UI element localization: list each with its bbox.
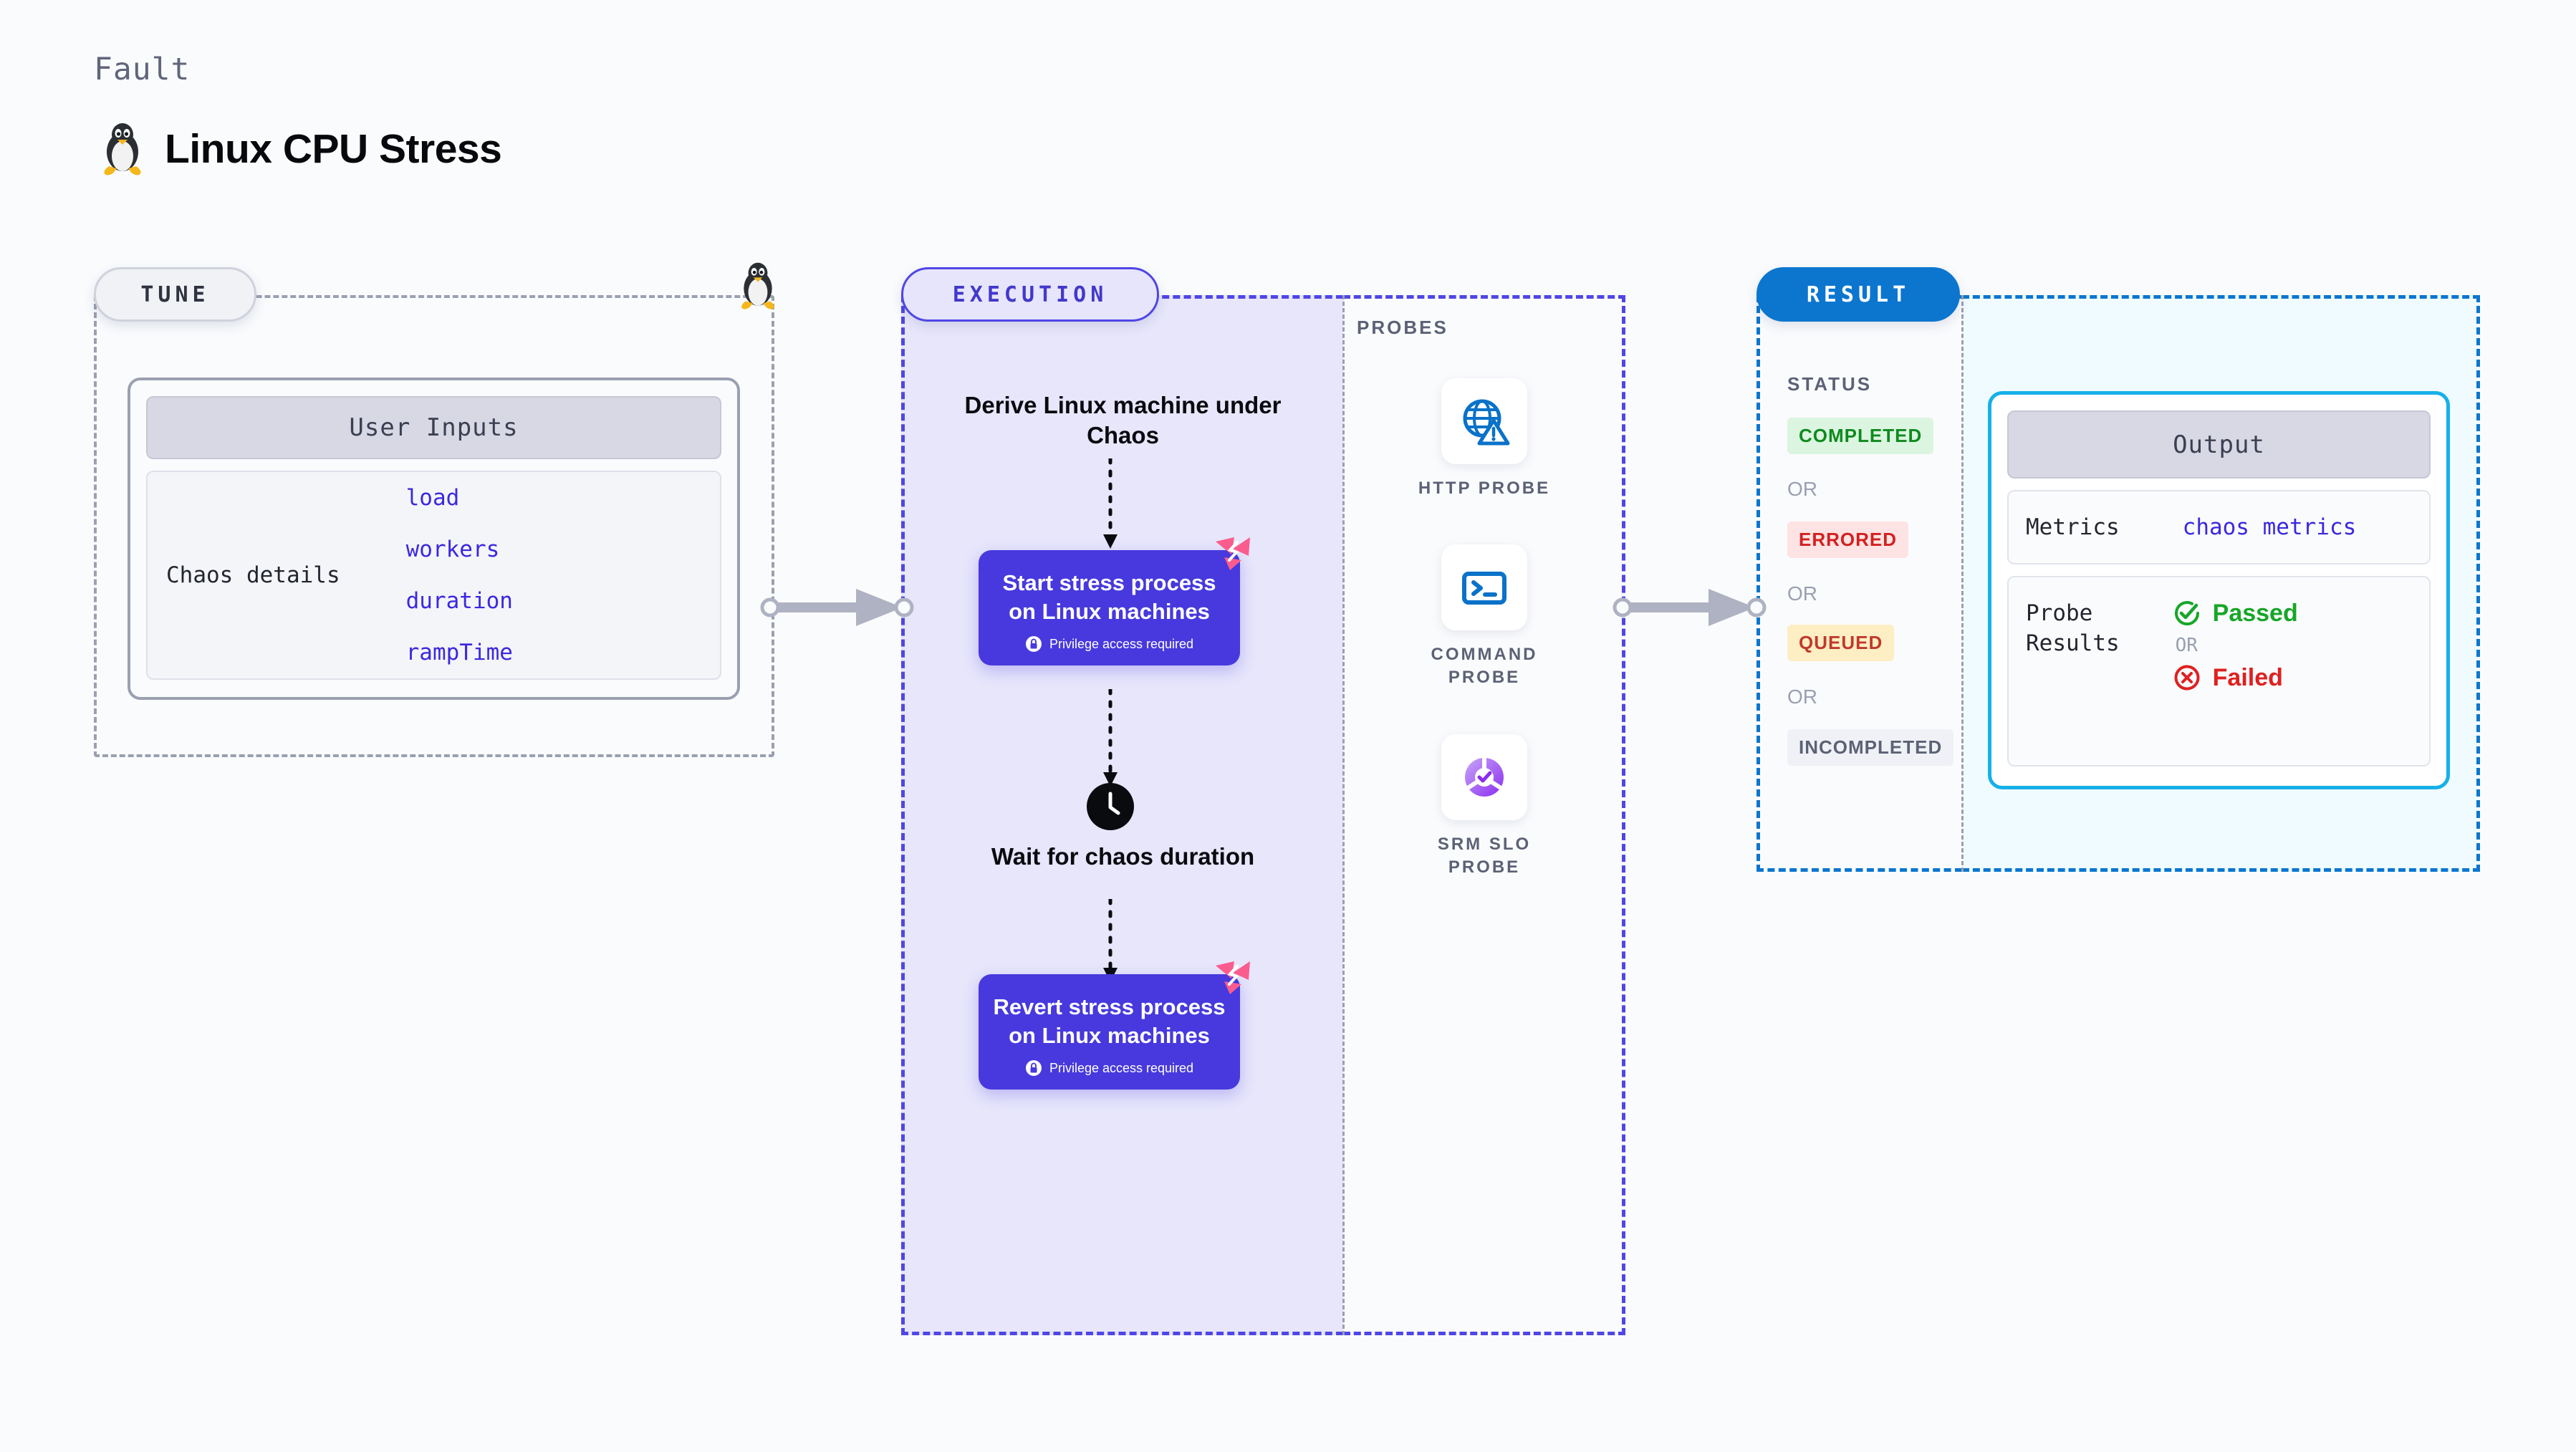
metrics-value: chaos metrics	[2182, 514, 2357, 540]
arrow-derive-to-start	[1103, 458, 1118, 549]
status-or-3: OR	[1787, 686, 1817, 708]
status-badge-incompleted: INCOMPLETED	[1787, 729, 1954, 766]
metrics-label: Metrics	[2026, 514, 2120, 540]
linux-penguin-icon	[100, 122, 145, 176]
arrow-wait-to-revert	[1103, 899, 1118, 982]
probes-title: PROBES	[1357, 317, 1448, 338]
probe-tile	[1441, 544, 1527, 630]
status-badge-queued: QUEUED	[1787, 625, 1895, 661]
tune-section	[94, 295, 774, 757]
x-circle-icon	[2174, 665, 2200, 691]
result-output-divider	[1961, 295, 1964, 872]
terminal-icon	[1462, 572, 1506, 605]
tune-param-duration: duration	[405, 588, 513, 614]
probe-command[interactable]: COMMAND PROBE	[1391, 544, 1577, 690]
chaos-details-label: Chaos details	[166, 562, 340, 588]
fault-kicker: Fault	[94, 52, 191, 87]
status-or-1: OR	[1787, 478, 1817, 500]
tune-linux-penguin-icon	[738, 261, 778, 310]
connector-tune-to-execution	[760, 589, 914, 626]
execution-card-start-stress[interactable]: Start stress process on Linux machines P…	[979, 537, 1250, 666]
litmus-logo-icon	[1216, 961, 1250, 994]
tune-param-ramptime: rampTime	[405, 640, 513, 665]
execution-card-subtitle-row: Privilege access required	[991, 1059, 1227, 1077]
output-card: Output Metrics chaos metrics Probe Resul…	[1988, 391, 2450, 789]
probe-tile	[1441, 378, 1527, 464]
failed-label: Failed	[2212, 663, 2283, 691]
connector-execution-to-result	[1613, 589, 1767, 626]
tune-section-label: TUNE	[94, 267, 256, 322]
status-badge-errored: ERRORED	[1787, 521, 1909, 558]
execution-step-derive: Derive Linux machine under Chaos	[964, 392, 1282, 449]
page-title: Linux CPU Stress	[165, 126, 502, 172]
arrow-start-to-wait	[1103, 689, 1118, 787]
execution-card-title: Revert stress process on Linux machines	[993, 994, 1226, 1048]
result-section-label: RESULT	[1756, 267, 1960, 322]
probe-label: COMMAND PROBE	[1431, 645, 1538, 688]
execution-card-revert-stress[interactable]: Revert stress process on Linux machines …	[979, 961, 1250, 1090]
result-section	[1756, 295, 1962, 872]
status-or-2: OR	[1787, 582, 1817, 605]
probe-label: HTTP PROBE	[1418, 479, 1551, 498]
probe-results-values: Passed OR Failed	[2173, 599, 2298, 692]
litmus-logo-icon	[1216, 537, 1250, 570]
probe-srm-slo[interactable]: SRM SLO PROBE	[1391, 734, 1577, 880]
fault-title-row: Linux CPU Stress	[100, 122, 502, 176]
check-circle-icon	[2174, 601, 2199, 626]
execution-section-label: EXECUTION	[901, 267, 1159, 322]
probe-result-passed: Passed	[2173, 599, 2298, 628]
execution-card-subtitle-row: Privilege access required	[991, 635, 1227, 653]
execution-probes-divider	[1342, 295, 1345, 1335]
globe-warning-icon	[1463, 399, 1510, 446]
tune-param-load: load	[405, 485, 460, 511]
chaos-details-values: load workers duration rampTime	[406, 485, 513, 665]
status-badge-completed: COMPLETED	[1787, 418, 1934, 454]
execution-step-wait: Wait for chaos duration	[991, 843, 1255, 870]
user-inputs-header: User Inputs	[146, 396, 721, 459]
passed-label: Passed	[2212, 599, 2298, 627]
probe-result-or: OR	[2175, 635, 2198, 656]
srm-slo-donut-icon	[1465, 758, 1504, 797]
chaos-details-panel: Chaos details load workers duration ramp…	[146, 471, 721, 680]
lock-icon	[1025, 1060, 1042, 1077]
status-title: STATUS	[1787, 373, 1873, 395]
probe-label: SRM SLO PROBE	[1437, 835, 1532, 878]
probes-section	[1343, 295, 1625, 1335]
output-card-header: Output	[2007, 410, 2431, 479]
lock-icon	[1025, 636, 1042, 653]
metrics-row: Metrics chaos metrics	[2007, 490, 2431, 564]
execution-card-subtitle: Privilege access required	[1049, 636, 1194, 651]
clock-icon	[1087, 783, 1134, 834]
probe-results-label: Probe Results	[2026, 600, 2120, 656]
execution-card-subtitle: Privilege access required	[1049, 1060, 1194, 1075]
probe-http[interactable]: HTTP PROBE	[1391, 378, 1577, 500]
probe-results-row: Probe Results Passed OR Failed	[2007, 576, 2431, 766]
execution-card-title: Start stress process on Linux machines	[1002, 570, 1216, 624]
tune-param-workers: workers	[405, 537, 500, 562]
probe-result-failed: Failed	[2173, 663, 2298, 692]
probe-tile	[1441, 734, 1527, 820]
user-inputs-card: User Inputs Chaos details load workers d…	[128, 378, 740, 700]
